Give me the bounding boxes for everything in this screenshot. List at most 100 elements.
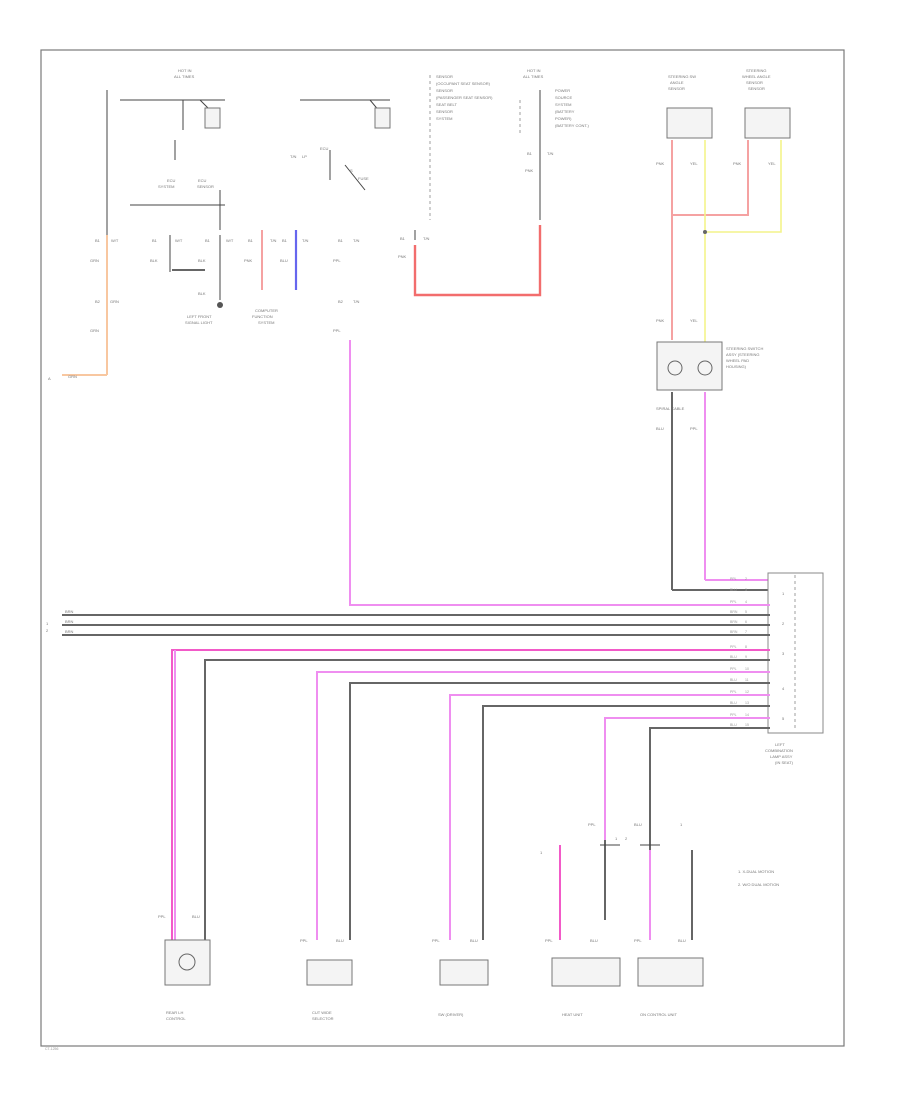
svg-text:B2: B2	[95, 299, 101, 304]
svg-text:GRN: GRN	[110, 299, 119, 304]
svg-text:B1: B1	[400, 236, 406, 241]
svg-text:5: 5	[782, 716, 785, 721]
svg-text:BLK: BLK	[150, 258, 158, 263]
svg-text:1: 1	[615, 836, 618, 841]
svg-text:BLU: BLU	[730, 678, 737, 682]
svg-text:PPL: PPL	[730, 600, 737, 604]
svg-text:PNK: PNK	[398, 254, 407, 259]
svg-text:(BATTERY CONT.): (BATTERY CONT.)	[555, 123, 589, 128]
svg-text:(IN SEAT): (IN SEAT)	[775, 760, 794, 765]
bottom-component-5	[637, 957, 704, 987]
svg-text:YEL: YEL	[690, 161, 698, 166]
svg-text:HOUSING): HOUSING)	[726, 364, 747, 369]
svg-text:FUSE: FUSE	[358, 176, 369, 181]
svg-text:POWER): POWER)	[555, 116, 572, 121]
svg-text:B2: B2	[338, 299, 344, 304]
svg-text:CUT WIDE: CUT WIDE	[312, 1010, 332, 1015]
svg-text:BLU: BLU	[656, 426, 664, 431]
svg-text:BLU: BLU	[730, 701, 737, 705]
svg-text:STEERING: STEERING	[746, 68, 766, 73]
svg-text:B1: B1	[205, 238, 211, 243]
svg-text:SYSTEM: SYSTEM	[436, 116, 452, 121]
svg-text:1: 1	[540, 850, 543, 855]
svg-text:LEFT: LEFT	[775, 742, 785, 747]
svg-text:BLK: BLK	[198, 291, 206, 296]
svg-text:PPL: PPL	[333, 258, 341, 263]
svg-text:BLU: BLU	[280, 258, 288, 263]
diagram-code: CT-1256	[45, 1047, 58, 1051]
svg-text:11: 11	[745, 678, 749, 682]
svg-text:W/T: W/T	[111, 238, 119, 243]
svg-text:PPL: PPL	[730, 667, 737, 671]
svg-text:1: 1	[680, 822, 683, 827]
svg-text:BLU: BLU	[678, 938, 686, 943]
svg-text:SENSOR: SENSOR	[197, 184, 214, 189]
svg-text:BRN: BRN	[65, 609, 74, 614]
svg-text:ALL TIMES: ALL TIMES	[523, 74, 544, 79]
connector-block: 1 2 3 4 5 LEFT COMBINATION LAMP ASSY (IN…	[765, 572, 824, 765]
svg-text:8: 8	[745, 645, 747, 649]
svg-text:T/N: T/N	[302, 238, 309, 243]
diagram-frame	[40, 49, 845, 1047]
svg-text:PNK: PNK	[656, 161, 665, 166]
svg-text:SW (DRIVER): SW (DRIVER)	[438, 1012, 464, 1017]
relay-2	[374, 107, 391, 129]
svg-text:HOT IN: HOT IN	[178, 68, 192, 73]
svg-text:PPL: PPL	[158, 914, 166, 919]
svg-text:ALL TIMES: ALL TIMES	[174, 74, 195, 79]
svg-text:PPL: PPL	[730, 645, 737, 649]
svg-text:W/T: W/T	[226, 238, 234, 243]
legend-item-2: 2. W/O DUAL MOTION	[738, 882, 779, 887]
svg-text:HEAT UNIT: HEAT UNIT	[562, 1012, 583, 1017]
svg-text:GRN: GRN	[90, 258, 99, 263]
right-sensor-cluster: STEERING SW ANGLE SENSOR STEERING WHEEL …	[656, 68, 791, 591]
clock-spring	[656, 341, 723, 391]
svg-text:PPL: PPL	[333, 328, 341, 333]
svg-text:14: 14	[745, 713, 749, 717]
svg-text:BRN: BRN	[65, 629, 74, 634]
svg-text:B1: B1	[248, 238, 254, 243]
svg-text:PNK: PNK	[656, 318, 665, 323]
svg-text:1: 1	[46, 621, 49, 626]
svg-text:BRN: BRN	[65, 619, 74, 624]
svg-text:BLU: BLU	[192, 914, 200, 919]
svg-text:15: 15	[745, 723, 749, 727]
svg-text:2: 2	[46, 628, 49, 633]
svg-text:GRN: GRN	[68, 374, 77, 379]
svg-text:SENSOR: SENSOR	[746, 80, 763, 85]
legend-item-1: 1. X-DUAL MOTION	[738, 869, 774, 874]
svg-text:SENSOR: SENSOR	[436, 88, 453, 93]
svg-text:SELECTOR: SELECTOR	[312, 1016, 334, 1021]
bottom-component-4	[551, 957, 621, 987]
svg-text:PPL: PPL	[432, 938, 440, 943]
svg-text:BRN: BRN	[730, 610, 738, 614]
svg-text:BLU: BLU	[590, 938, 598, 943]
svg-text:CONTROL: CONTROL	[166, 1016, 186, 1021]
svg-text:PPL: PPL	[588, 822, 596, 827]
svg-text:COMBINATION: COMBINATION	[765, 748, 793, 753]
svg-text:3: 3	[782, 651, 785, 656]
svg-text:PNK: PNK	[244, 258, 253, 263]
svg-text:ASSY (STEERING: ASSY (STEERING	[726, 352, 760, 357]
svg-text:4: 4	[782, 686, 785, 691]
svg-text:SYSTEM: SYSTEM	[158, 184, 174, 189]
svg-text:10: 10	[745, 667, 749, 671]
svg-text:BRN: BRN	[730, 630, 738, 634]
svg-text:W/T: W/T	[175, 238, 183, 243]
svg-text:T/N: T/N	[423, 236, 430, 241]
svg-text:PPL: PPL	[730, 713, 737, 717]
svg-text:6: 6	[745, 620, 747, 624]
svg-text:REAR LH: REAR LH	[166, 1010, 183, 1015]
svg-text:ANGLE: ANGLE	[670, 80, 684, 85]
svg-text:B1: B1	[282, 238, 288, 243]
svg-text:BLU: BLU	[730, 723, 737, 727]
svg-text:COMPUTER: COMPUTER	[255, 308, 278, 313]
svg-text:STEERING SWITCH: STEERING SWITCH	[726, 346, 763, 351]
svg-text:(PASSENGER SEAT SENSOR): (PASSENGER SEAT SENSOR)	[436, 95, 493, 100]
svg-text:T/N: T/N	[353, 299, 360, 304]
svg-text:S: S	[350, 168, 353, 173]
svg-text:BLU: BLU	[470, 938, 478, 943]
relay-1	[204, 107, 221, 129]
